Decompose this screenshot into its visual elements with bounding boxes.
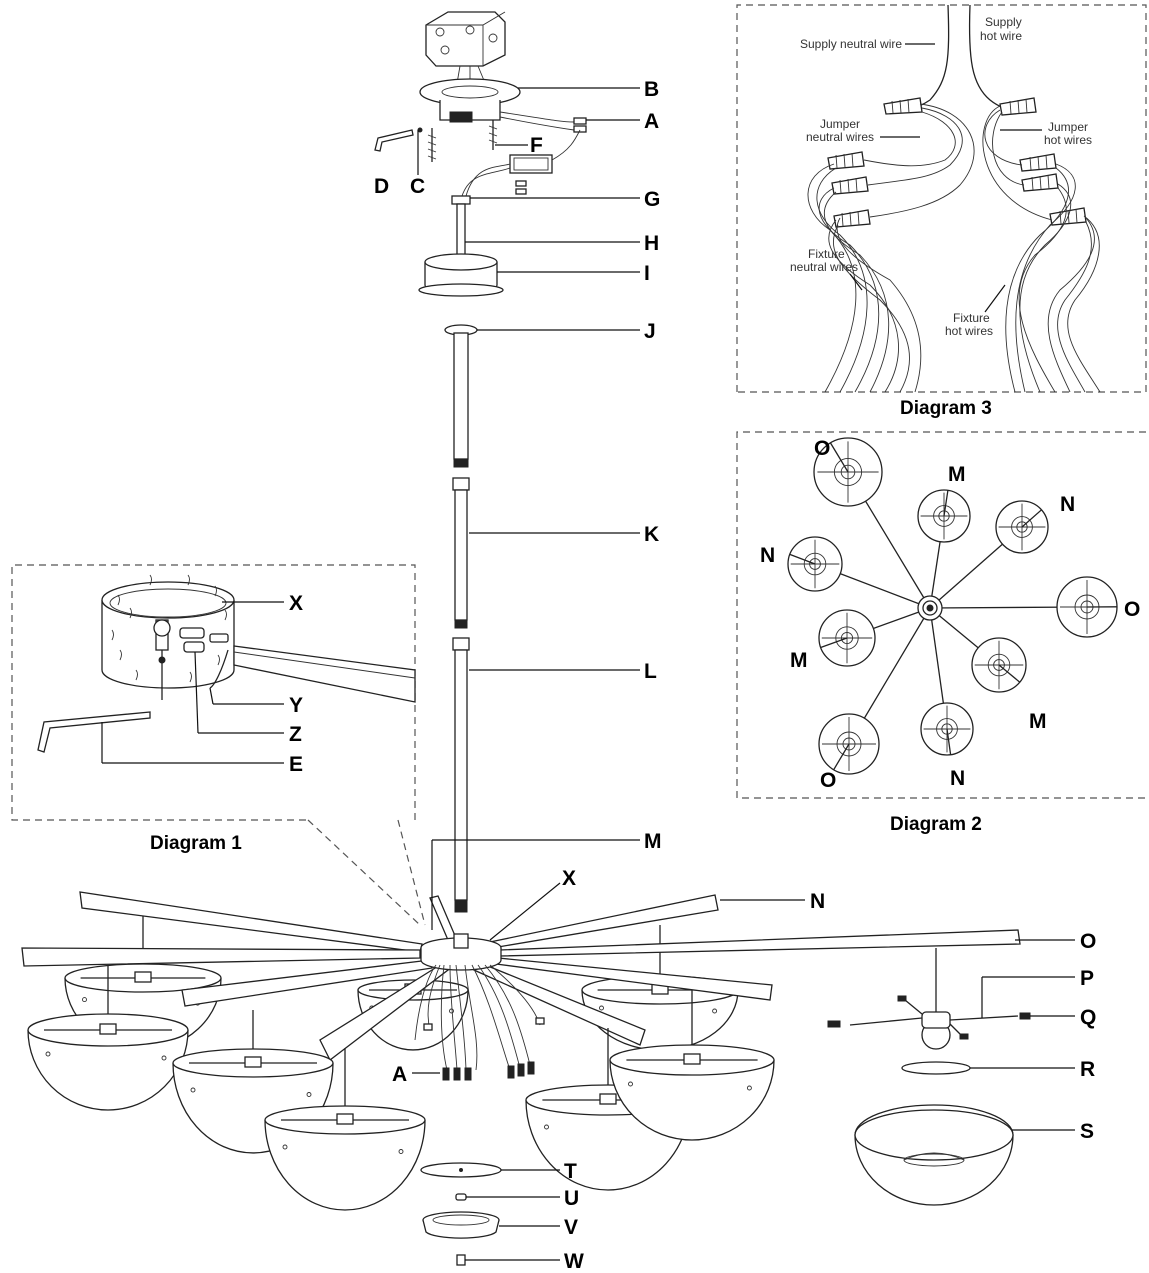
diagram-2-title: Diagram 2 bbox=[890, 814, 982, 835]
coupling-nut bbox=[451, 195, 471, 205]
diagram-2-label: O bbox=[820, 769, 836, 792]
label-q: Q bbox=[1080, 1006, 1096, 1029]
diagram-2-label: M bbox=[1029, 710, 1047, 733]
label-a-bottom: A bbox=[392, 1063, 407, 1086]
diagram-3-title: Diagram 3 bbox=[900, 398, 992, 419]
wire-nut bbox=[883, 97, 923, 115]
diagram-2-label: N bbox=[1060, 493, 1075, 516]
socket-assembly-detail bbox=[827, 948, 1031, 1206]
diagram-1-frame bbox=[11, 564, 416, 821]
label-m: M bbox=[644, 830, 662, 853]
label-p: P bbox=[1080, 967, 1094, 990]
diagram-3-frame bbox=[736, 4, 1147, 393]
junction-box bbox=[425, 11, 506, 67]
diagram-3-wiring: Supply neutral wire Supply hot wire Jump… bbox=[736, 4, 1147, 419]
label-d: D bbox=[374, 175, 389, 198]
hex-key-d bbox=[374, 129, 414, 152]
fixture-arm bbox=[79, 891, 423, 953]
wire-nut bbox=[999, 97, 1037, 116]
label-v: V bbox=[564, 1216, 578, 1239]
supply-hot-wire-label-2: hot wire bbox=[980, 29, 1022, 43]
label-a-top: A bbox=[644, 110, 659, 133]
diagram-1-title: Diagram 1 bbox=[150, 833, 242, 854]
diagram-2-label: N bbox=[760, 544, 775, 567]
label-s: S bbox=[1080, 1120, 1094, 1143]
mounting-screw bbox=[488, 120, 498, 150]
label-x-detail: X bbox=[289, 592, 303, 615]
extension-rod-k bbox=[452, 477, 470, 491]
fixture-arm bbox=[21, 947, 421, 967]
extension-rod-l bbox=[452, 637, 470, 651]
label-e: E bbox=[289, 753, 303, 776]
fixture-shades-front bbox=[27, 965, 775, 1211]
main-assembly bbox=[21, 11, 1075, 1266]
diagram-2-label: O bbox=[814, 437, 830, 460]
supply-neutral-wire-label: Supply neutral wire bbox=[800, 37, 902, 51]
label-k: K bbox=[644, 523, 659, 546]
part-labels: B A F D C G H I J K L M X N O P Q R S A … bbox=[289, 78, 1096, 1273]
jumper-hot-label-2: hot wires bbox=[1044, 133, 1092, 147]
pendant-shade bbox=[264, 1048, 426, 1211]
pendant-shade bbox=[609, 990, 775, 1141]
wire-nut bbox=[1021, 173, 1059, 192]
diagram-2-label: O bbox=[1124, 598, 1140, 621]
fixture-neutral-label-1: Fixture bbox=[808, 247, 845, 261]
supply-neutral-wire bbox=[904, 4, 950, 111]
label-n: N bbox=[810, 890, 825, 913]
jumper-neutral-label-2: neutral wires bbox=[806, 130, 874, 144]
label-t: T bbox=[564, 1160, 577, 1183]
label-z: Z bbox=[289, 723, 302, 746]
fixture-arm bbox=[429, 895, 457, 941]
fixture-wires bbox=[414, 964, 541, 1071]
arm-detail bbox=[233, 645, 416, 703]
label-g: G bbox=[644, 188, 660, 211]
wire-nut bbox=[831, 176, 869, 195]
mounting-screw bbox=[427, 128, 437, 162]
diagram-2-frame bbox=[736, 431, 1146, 799]
pendant-shade bbox=[27, 965, 189, 1111]
allen-key-e bbox=[37, 711, 151, 753]
label-u: U bbox=[564, 1187, 579, 1210]
label-x: X bbox=[562, 867, 576, 890]
label-b: B bbox=[644, 78, 659, 101]
label-l: L bbox=[644, 660, 657, 683]
label-r: R bbox=[1080, 1058, 1095, 1081]
label-o: O bbox=[1080, 930, 1096, 953]
jumper-neutral-label-1: Jumper bbox=[820, 117, 860, 131]
label-c: C bbox=[410, 175, 425, 198]
label-j: J bbox=[644, 320, 656, 343]
jumper-hot-label-1: Jumper bbox=[1048, 120, 1088, 134]
diagram-2-label: N bbox=[950, 767, 965, 790]
diagram-2-label: M bbox=[790, 649, 808, 672]
fixture-hot-label-1: Fixture bbox=[953, 311, 990, 325]
label-h: H bbox=[644, 232, 659, 255]
fixture-neutral-label-2: neutral wires bbox=[790, 260, 858, 274]
fixture-arms bbox=[21, 891, 1021, 1061]
wire-nut bbox=[833, 209, 871, 228]
fixture-hot-label-2: hot wires bbox=[945, 324, 993, 338]
label-w: W bbox=[564, 1250, 584, 1273]
supply-hot-wire-label-1: Supply bbox=[985, 15, 1022, 29]
shade-washer-r bbox=[901, 1061, 971, 1075]
label-f: F bbox=[530, 134, 543, 157]
diagram-1-detail: Diagram 1 bbox=[11, 564, 426, 926]
fixture-arm bbox=[489, 894, 719, 949]
wire-nut bbox=[1019, 153, 1057, 172]
diagram-2-top-view: O M N N O M M O N Diagram 2 bbox=[736, 431, 1146, 835]
finial-nut-u bbox=[455, 1193, 467, 1201]
mounting-plate bbox=[419, 78, 521, 123]
diagram-2-label: M bbox=[948, 463, 966, 486]
finial-w bbox=[456, 1254, 466, 1266]
label-y: Y bbox=[289, 694, 303, 717]
label-i: I bbox=[644, 262, 650, 285]
wire-nuts-a bbox=[423, 1017, 545, 1081]
wire-nut bbox=[827, 151, 865, 170]
